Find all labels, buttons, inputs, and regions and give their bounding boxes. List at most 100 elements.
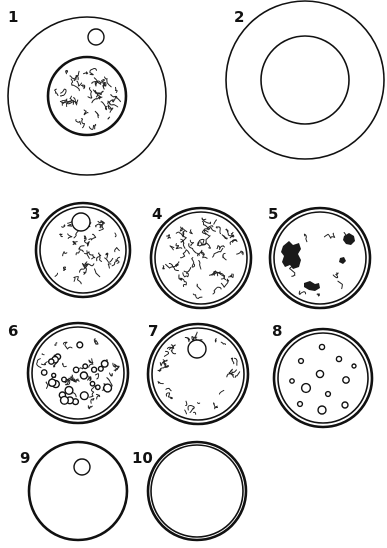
texture-stroke: [201, 252, 207, 259]
texture-stroke: [84, 72, 88, 74]
texture-stroke: [194, 412, 196, 414]
texture-stroke: [186, 401, 187, 405]
vacuole: [65, 387, 73, 395]
texture-stroke: [81, 85, 84, 89]
texture-stroke: [333, 274, 337, 277]
panel-5-label: 5: [268, 205, 278, 223]
panel-5: 5: [268, 205, 370, 308]
panel-8-dot: [326, 392, 331, 397]
texture-stroke: [185, 337, 189, 341]
panel-10-disc: [148, 442, 246, 540]
texture-stroke: [55, 273, 57, 276]
texture-stroke: [92, 97, 101, 103]
texture-stroke: [41, 362, 47, 365]
texture-stroke: [215, 339, 216, 343]
panel-8-dot: [342, 402, 348, 408]
texture-stroke: [96, 394, 99, 399]
texture-stroke: [68, 234, 72, 239]
vacuole: [96, 385, 100, 389]
texture-stroke: [68, 225, 72, 227]
panel-1-texture: [55, 69, 121, 130]
panel-8-dots: [290, 344, 356, 414]
texture-stroke: [103, 85, 106, 89]
panel-3: 3: [30, 203, 130, 297]
texture-stroke: [324, 233, 334, 238]
texture-stroke: [184, 267, 191, 271]
texture-stroke: [170, 246, 174, 250]
texture-stroke: [213, 248, 223, 257]
texture-stroke: [66, 70, 68, 73]
texture-stroke: [105, 258, 113, 262]
panel-6-vacuoles: [42, 342, 112, 405]
texture-stroke: [55, 89, 58, 95]
vacuole: [98, 366, 103, 371]
texture-stroke: [167, 235, 171, 239]
texture-stroke: [88, 376, 91, 380]
panel-1: 1: [8, 8, 166, 175]
texture-stroke: [193, 294, 202, 298]
texture-stroke: [237, 251, 243, 255]
panel-5-clump-1: [281, 241, 301, 269]
texture-stroke: [88, 88, 92, 98]
panel-8-dot: [319, 344, 324, 349]
texture-stroke: [100, 223, 104, 228]
texture-stroke: [90, 386, 96, 397]
texture-stroke: [181, 240, 185, 248]
texture-stroke: [223, 253, 226, 259]
panel-2-outer-ring: [226, 1, 384, 159]
texture-stroke: [217, 246, 224, 250]
panel-4: 4: [151, 205, 251, 308]
texture-stroke: [166, 393, 172, 399]
texture-stroke: [61, 89, 66, 96]
panel-9-nucleus: [74, 459, 90, 475]
texture-stroke: [179, 275, 182, 280]
texture-stroke: [213, 287, 221, 294]
vacuole: [52, 373, 56, 377]
texture-stroke: [166, 388, 171, 390]
texture-stroke: [95, 124, 96, 128]
texture-stroke: [230, 232, 234, 237]
texture-stroke: [235, 358, 238, 365]
panel-8-dot: [336, 356, 341, 361]
texture-stroke: [89, 234, 96, 240]
texture-stroke: [115, 248, 120, 252]
panel-8-dot: [343, 377, 349, 383]
panel-8-dot: [290, 379, 294, 383]
panel-1-inner-disc: [48, 57, 126, 135]
texture-stroke: [108, 105, 113, 112]
panel-4-label: 4: [152, 205, 162, 223]
panel-9: 9: [20, 442, 127, 540]
panel-9-label: 9: [20, 449, 30, 467]
texture-stroke: [46, 382, 48, 388]
texture-stroke: [199, 261, 201, 270]
vacuole: [73, 367, 78, 372]
panel-10: 10: [132, 442, 246, 540]
texture-stroke: [76, 120, 81, 125]
panel-7: 7: [148, 322, 248, 424]
texture-stroke: [37, 359, 41, 368]
texture-stroke: [60, 234, 63, 237]
texture-stroke: [197, 284, 201, 290]
vacuole: [61, 396, 69, 404]
texture-stroke: [196, 332, 197, 335]
texture-stroke: [76, 251, 79, 255]
panel-4-disc: [151, 208, 251, 308]
panel-1-outer-ring: [8, 17, 166, 175]
texture-stroke: [190, 230, 193, 234]
texture-stroke: [115, 87, 117, 92]
texture-stroke: [183, 272, 188, 276]
texture-stroke: [87, 242, 89, 246]
texture-stroke: [88, 406, 92, 409]
texture-stroke: [185, 410, 187, 414]
panel-5-clump-3: [304, 281, 320, 291]
texture-stroke: [77, 81, 82, 86]
texture-stroke: [214, 220, 217, 224]
vacuole: [49, 359, 54, 364]
texture-stroke: [221, 279, 228, 287]
texture-stroke: [222, 235, 227, 239]
texture-stroke: [90, 69, 97, 75]
panel-8-dot: [299, 359, 304, 364]
texture-stroke: [304, 234, 307, 242]
panel-4-texture: [163, 218, 243, 298]
